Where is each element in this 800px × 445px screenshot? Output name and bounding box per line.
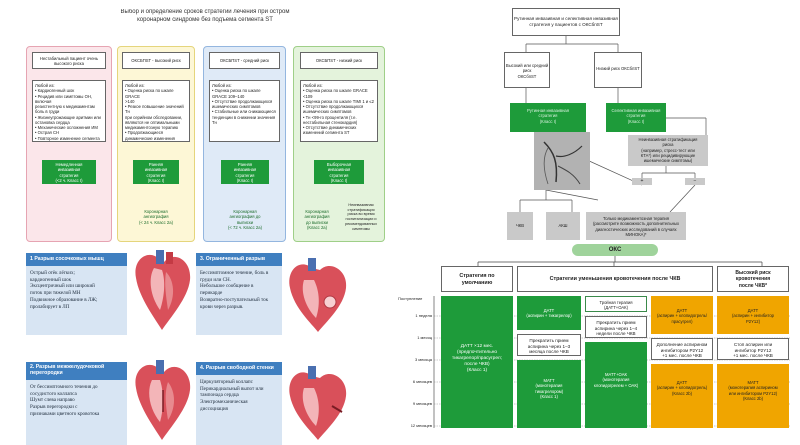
col-header-reduce: Стратегии уменьшения кровотечения после … bbox=[517, 266, 713, 292]
oks-pill: ОКС bbox=[572, 244, 658, 256]
criteria-box: Любой из: • Оценка риска по шкале GRACE … bbox=[300, 80, 378, 142]
high-risk-box: Высокий или средний риск ОКСбпST bbox=[504, 52, 550, 88]
routine-invasive-box: Рутинная инвазивная стратегия (Класс I) bbox=[510, 103, 586, 132]
high-datt-box: ДАТТ (аспирин + ингибитор P2Y12) bbox=[717, 296, 789, 334]
column-low-risk bbox=[293, 46, 385, 242]
column-header: ОКСБПST - высокий риск bbox=[122, 52, 190, 69]
time-label: 12 месяцев bbox=[410, 423, 432, 428]
time-label: 1 месяц bbox=[417, 335, 432, 340]
time-label: 9 месяцев bbox=[412, 401, 432, 406]
matt-ticagrelor-box: МАТТ (монотерапия тикагрелором) (Класс 1… bbox=[517, 360, 581, 428]
strategy-box: Ранняя инвазивная стратегия (Класс I) bbox=[221, 160, 269, 184]
stop-aspirin-box: Прекратить прием аспирина через 1–3 меся… bbox=[517, 334, 581, 356]
supplement-box: Дополнение аспирином ингибитором P2Y12 +… bbox=[651, 338, 713, 360]
stratification-box: Неинвазивная стратификация риска (наприм… bbox=[628, 135, 708, 166]
low-risk-box: Низкий риск ОКСбпST bbox=[594, 52, 642, 88]
heart-illustration bbox=[135, 250, 191, 330]
plus-box: + bbox=[632, 178, 652, 185]
angiogram-image bbox=[534, 132, 590, 190]
card-title: 1 Разрыв сосочковых мышц bbox=[26, 253, 127, 266]
info-card-contained-rupture: 3. Ограниченный разрыв Бессимптомное теч… bbox=[196, 253, 282, 335]
time-label: 3 месяца bbox=[415, 357, 432, 362]
datt-ticagrelor-box: ДАТТ (аспирин + тикагрелор) bbox=[517, 296, 581, 330]
column-very-high-risk bbox=[26, 46, 112, 242]
strategy-box: Ранняя инвазивная стратегия (Класс I) bbox=[133, 160, 179, 184]
column-header: Нестабильный пациент очень высокого риск… bbox=[32, 52, 106, 69]
column-medium-risk bbox=[203, 46, 286, 242]
axis-title: Поступление bbox=[398, 296, 423, 301]
card-title: 3. Ограниченный разрыв bbox=[196, 253, 282, 266]
criteria-box: Любой из: • Кардиогенный шок • Рецидив и… bbox=[32, 80, 106, 142]
info-card-septal: 2. Разрыв межжелудочковой перегородки От… bbox=[26, 362, 127, 445]
outcome-text: Коронарная ангиография до выписки (Класс… bbox=[304, 209, 330, 230]
triple-therapy-box: Тройная терапия (ДАТТ+ОАК) bbox=[585, 296, 647, 312]
outcome-text: Коронарная ангиография (< 24 ч. Класс 2а… bbox=[139, 209, 173, 225]
strategy-box: Немедленная инвазивная стратегия (<2 ч. … bbox=[42, 160, 96, 184]
datt-clopidogrel-box: ДАТТ (аспирин + клопидогрель/ прасугрел) bbox=[651, 296, 713, 334]
time-label: 1 неделя bbox=[415, 313, 432, 318]
high-stop-box: Стоп аспирин или ингибитор P2Y12 +1 мес.… bbox=[717, 338, 789, 360]
cabg-box: АКШ bbox=[546, 212, 580, 240]
outcome-text: Коронарная ангиография до выписки (< 72 … bbox=[228, 209, 262, 230]
right-top-title: Рутинная инвазивная и селективная инвази… bbox=[512, 8, 620, 36]
outcome-text-noninvasive: Неинвазивная стратификация риска во врем… bbox=[344, 203, 378, 231]
heart-illustration bbox=[135, 360, 191, 440]
card-title: 4. Разрыв свободной стенки bbox=[196, 362, 282, 375]
pci-box: ЧКВ bbox=[507, 212, 533, 240]
time-label: 6 месяцев bbox=[412, 379, 432, 384]
high-matt-box: МАТТ (монотерапия аспирином или ингибито… bbox=[717, 364, 789, 428]
default-datt-box: ДАТТ ×12 мес. (предпочтительно тикагрело… bbox=[441, 296, 513, 428]
heart-illustration bbox=[289, 258, 347, 332]
info-card-papillary: 1 Разрыв сосочковых мышц Острый отёк лёг… bbox=[26, 253, 127, 335]
card-body: От бессимптомного течения до сосудистого… bbox=[30, 384, 100, 417]
col-header-high-bleed: Высокий риск кровотечения после ЧКВ* bbox=[717, 266, 789, 292]
col-header-default: Стратегия по умолчанию bbox=[441, 266, 513, 292]
card-body: Циркуляторный коллапс Перикардиальный вы… bbox=[200, 379, 264, 412]
heart-illustration bbox=[289, 366, 347, 440]
datt-clopidogrel-2b-box: ДАТТ (аспирин + клопидогрель) (Класс 2b) bbox=[651, 364, 713, 428]
card-body: Острый отёк лёгких; кардиогенный шок Экс… bbox=[30, 270, 98, 310]
column-high-risk bbox=[117, 46, 195, 242]
criteria-box: Любой из: • Оценка риска по шкале GRACE … bbox=[122, 80, 190, 142]
minus-box: − bbox=[685, 178, 705, 185]
card-body: Бессимптомное течение, боль в груди или … bbox=[200, 270, 269, 310]
info-card-free-wall: 4. Разрыв свободной стенки Циркуляторный… bbox=[196, 362, 282, 445]
medical-therapy-box: Только медикаментозная терапия (рассмотр… bbox=[586, 212, 686, 240]
strategy-box: Выборочная инвазивная стратегия (Класс I… bbox=[314, 160, 364, 184]
selective-invasive-box: Селективная инвазивная стратегия (Класс … bbox=[606, 103, 666, 132]
left-title: Выбор и определение сроков стратегии леч… bbox=[120, 9, 290, 23]
stop-aspirin-early-box: Прекратить прием аспирина через 1–4 неде… bbox=[585, 316, 647, 338]
matt-oak-box: МАТТ+ОАК (монотерапия клопидогрелем + ОА… bbox=[585, 342, 647, 428]
column-header: ОКСБПST - низкий риск bbox=[300, 52, 378, 69]
card-title: 2. Разрыв межжелудочковой перегородки bbox=[26, 362, 127, 380]
column-header: ОКСБПST - средний риск bbox=[209, 52, 280, 69]
criteria-box: Любой из: • Оценка риска по шкале GRACE … bbox=[209, 80, 280, 142]
